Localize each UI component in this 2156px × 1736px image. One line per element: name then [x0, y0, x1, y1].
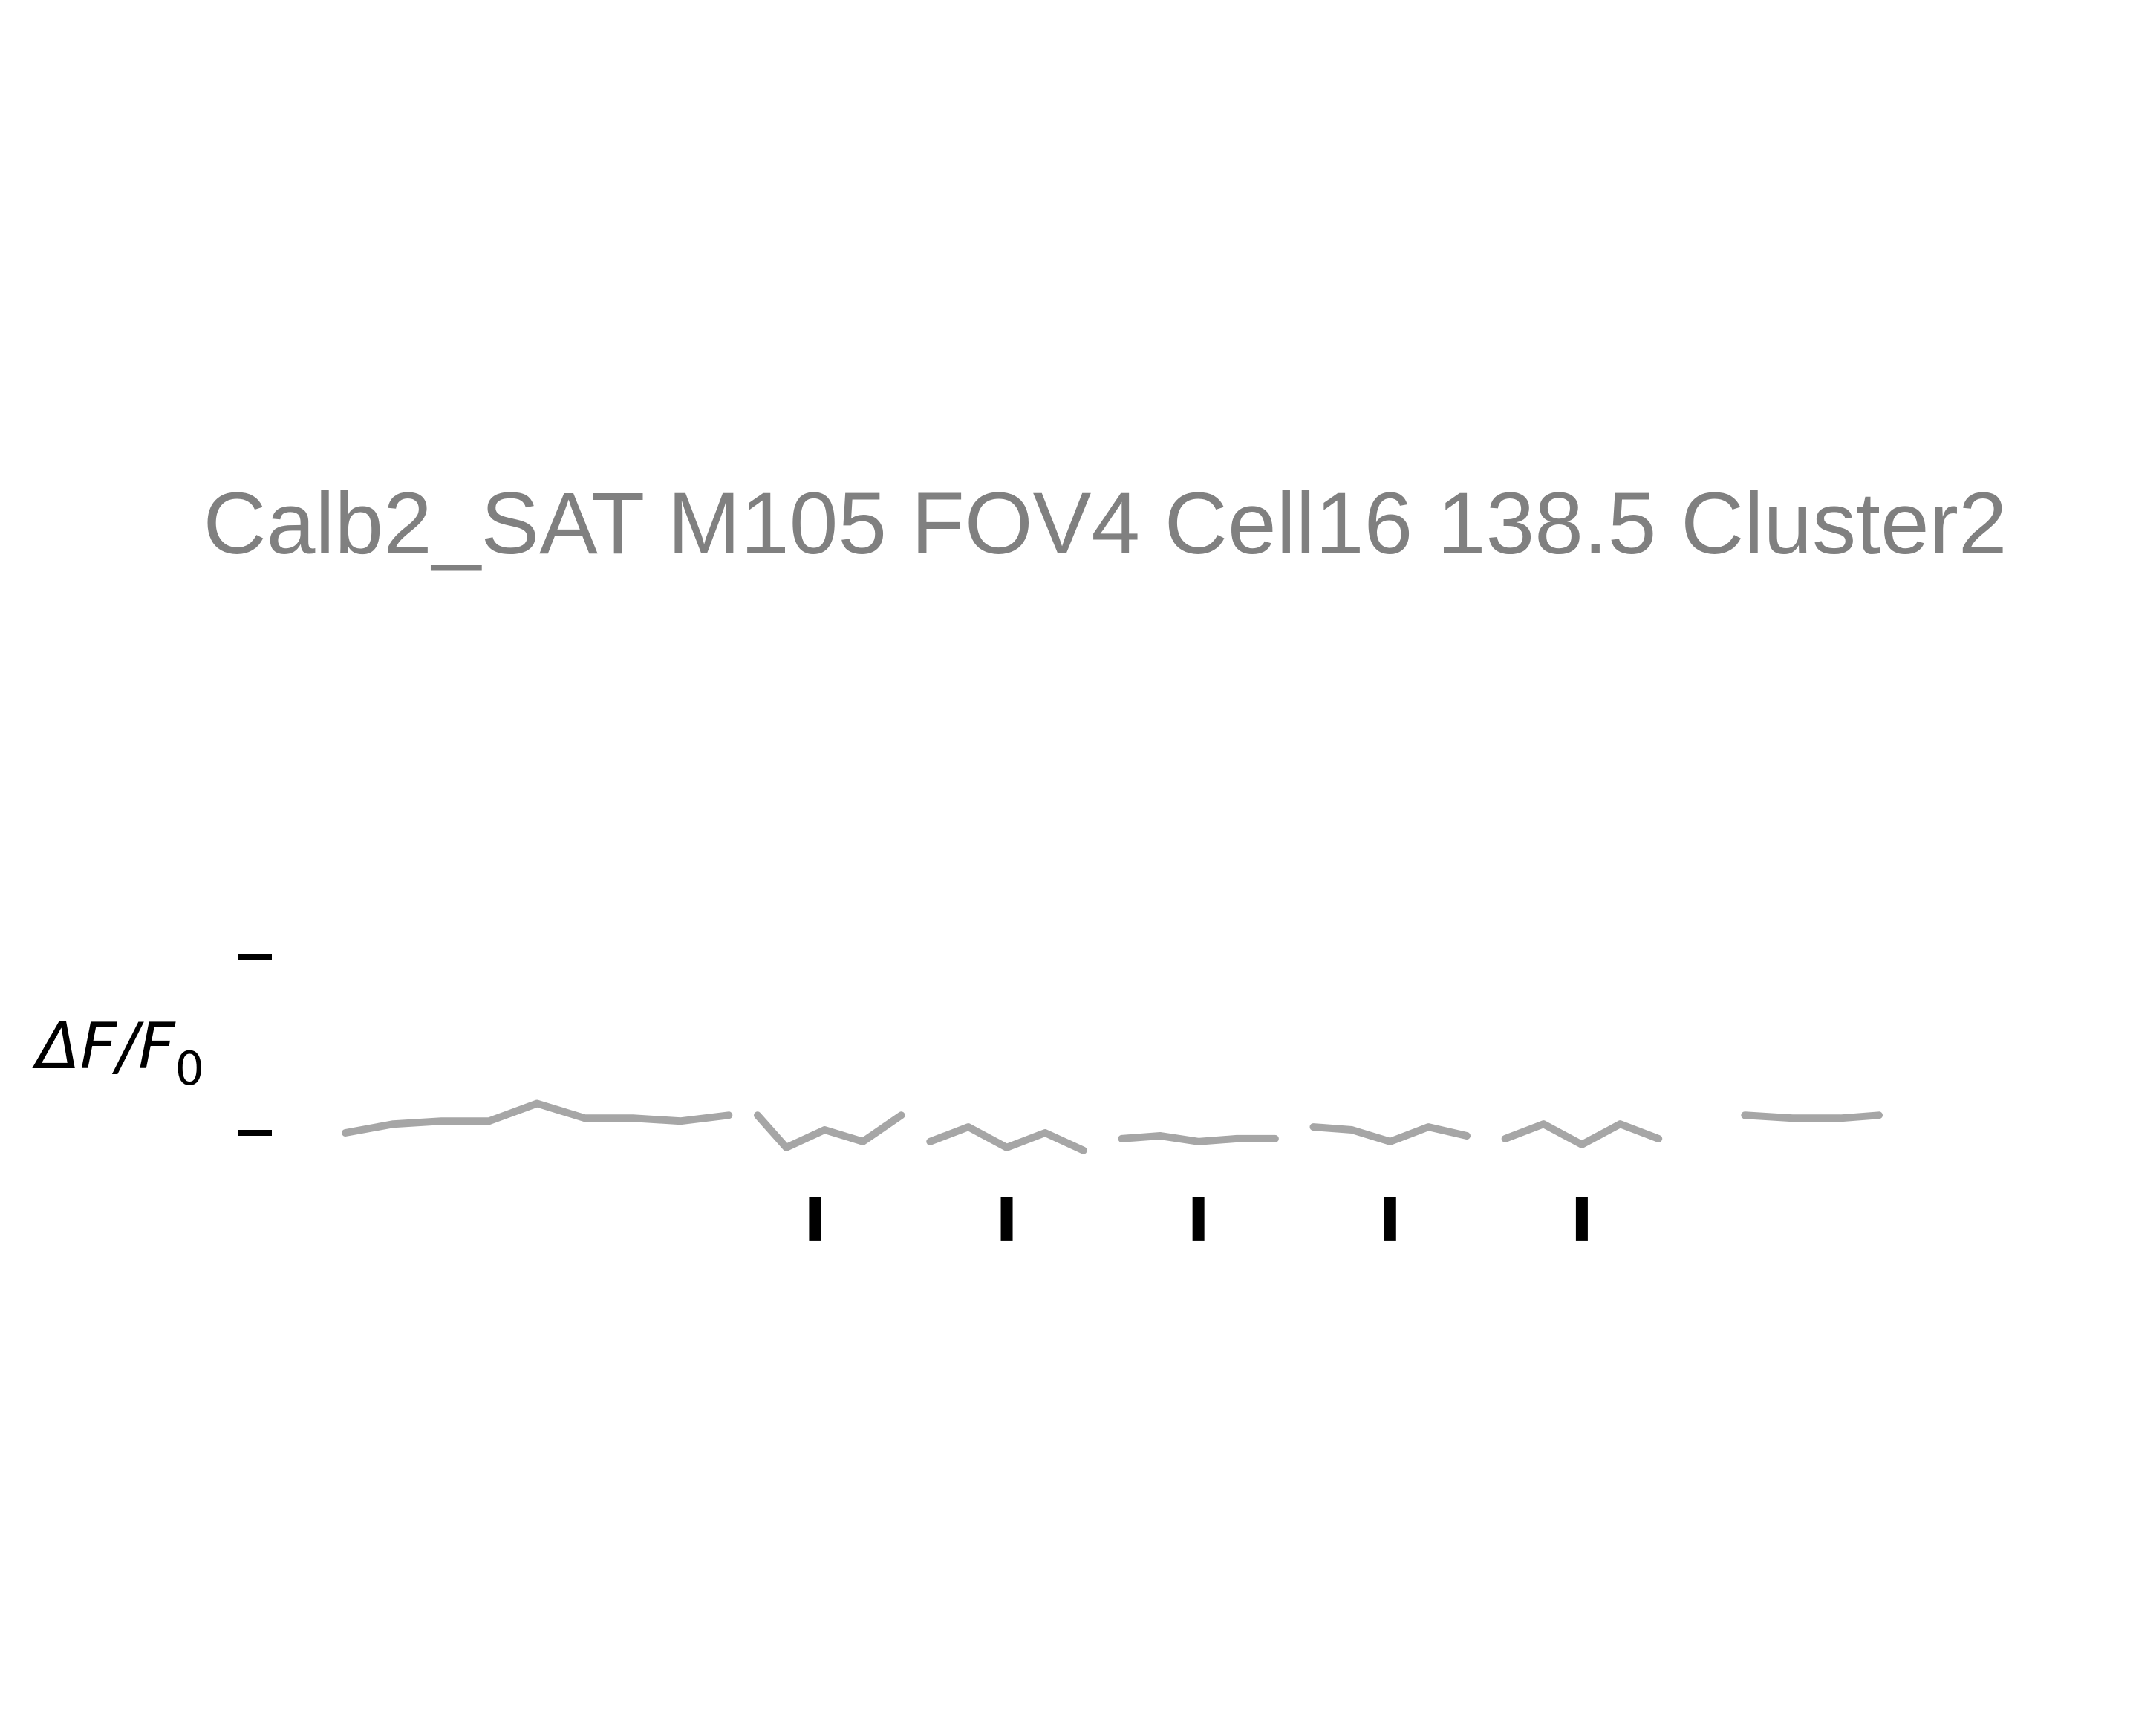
- trace-group: [342, 1099, 1883, 1154]
- event-marker-1: [809, 1197, 821, 1241]
- chart-title: Calb2_SAT M105 FOV4 Cell16 138.5 Cluster…: [203, 475, 2007, 573]
- trace-segment-6: [1501, 1120, 1663, 1148]
- trace-segment-2: [754, 1111, 905, 1151]
- event-marker-3: [1192, 1197, 1205, 1241]
- scale-bar-label-sub: 0: [175, 1041, 204, 1096]
- trace-segment-7: [1741, 1111, 1883, 1122]
- scale-bar-label-main: ΔF/F: [32, 1010, 176, 1084]
- trace-segment-5: [1309, 1123, 1471, 1145]
- trace-segment-4: [1118, 1132, 1279, 1145]
- scale-bar-label: ΔF/F0: [32, 1010, 204, 1096]
- scale-bar: ΔF/F0: [32, 954, 272, 1136]
- trace-segment-3: [926, 1123, 1087, 1154]
- marker-group: [809, 1197, 1588, 1241]
- event-marker-2: [1000, 1197, 1013, 1241]
- trace-segment-1: [342, 1099, 733, 1137]
- event-marker-5: [1575, 1197, 1588, 1241]
- event-marker-4: [1384, 1197, 1396, 1241]
